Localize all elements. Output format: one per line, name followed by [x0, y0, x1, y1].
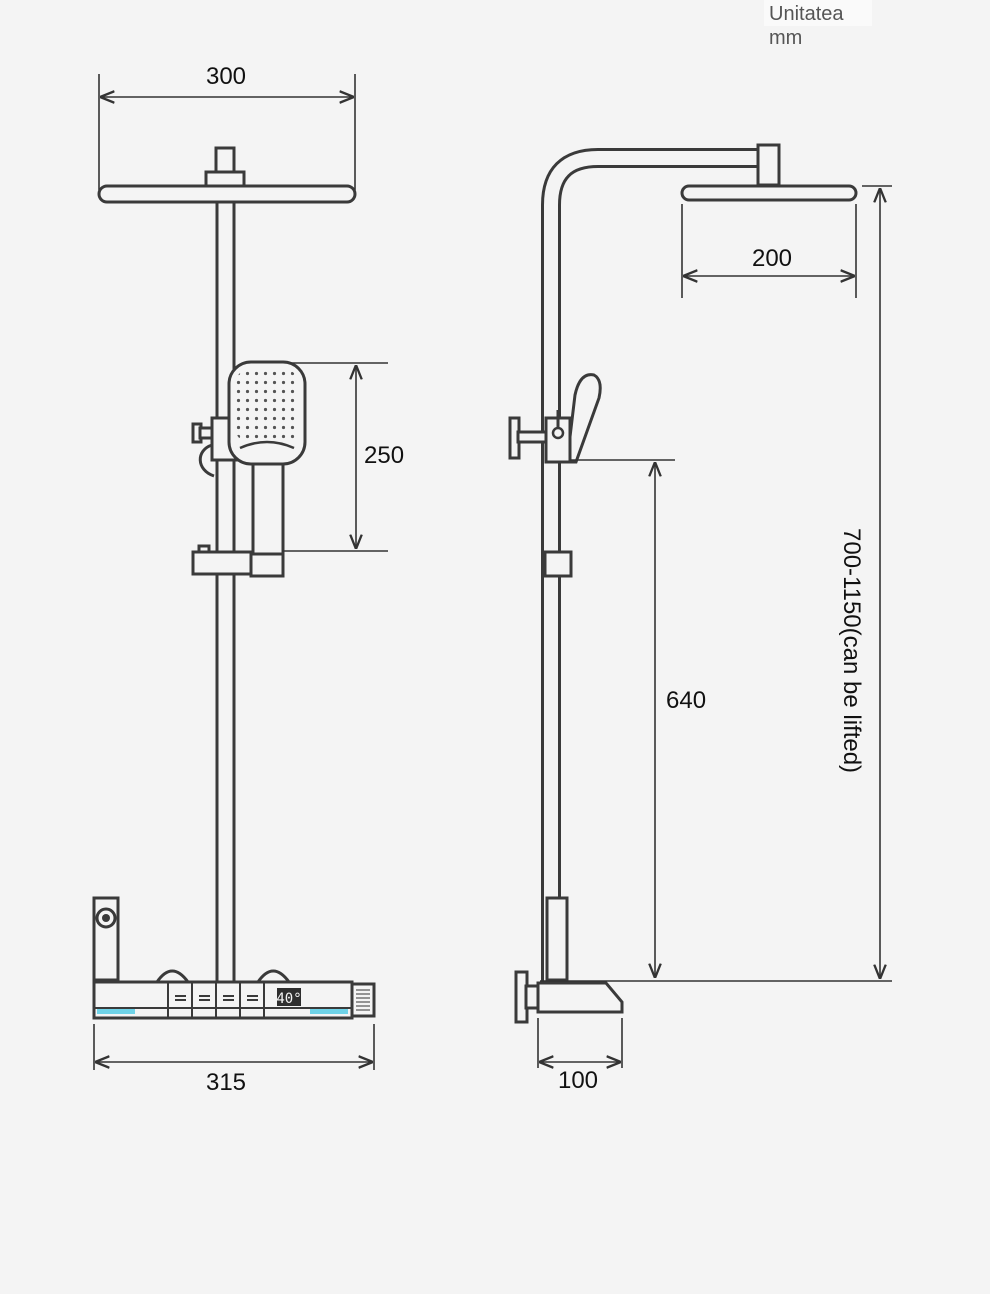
front-view: 300 250 — [92, 63, 404, 1096]
slider-height-label: 640 — [666, 687, 706, 714]
riser-pipe — [215, 200, 236, 986]
control-buttons — [175, 995, 258, 1001]
head-depth-label: 200 — [752, 245, 792, 272]
total-height-label: 700-1150(can be lifted) — [838, 528, 865, 773]
unit-label-bg — [764, 0, 872, 26]
left-ambient-light — [97, 1009, 135, 1014]
hose-loop — [198, 443, 215, 478]
head-connector — [214, 146, 236, 176]
base-width-label: 315 — [206, 1069, 246, 1096]
temperature-display — [277, 988, 301, 1006]
handset-nozzle-grid — [236, 370, 298, 442]
slider-bracket — [191, 550, 253, 576]
head-width-label: 300 — [206, 63, 246, 90]
side-slider-bracket — [543, 550, 573, 578]
unit-label: Unitatea — [769, 3, 844, 25]
side-control-panel — [536, 981, 624, 1014]
base-depth-label: 100 — [558, 1067, 598, 1094]
right-ambient-light — [310, 1009, 348, 1014]
arm-end-connector — [756, 143, 781, 187]
right-control-knob — [255, 969, 292, 984]
rain-shower-head — [97, 184, 357, 204]
side-dial — [350, 982, 376, 1018]
head-mount — [204, 170, 246, 188]
slider-cap — [249, 552, 285, 578]
handset-length-label: 250 — [364, 442, 404, 469]
side-handset — [565, 373, 602, 464]
side-lower-sleeve — [545, 896, 569, 982]
left-control-knob — [154, 969, 191, 984]
side-rain-head — [680, 184, 858, 202]
side-view: 200 640 100 700-1150(can be lifted) — [508, 143, 892, 1094]
unit-mm-label: mm — [769, 27, 802, 49]
temperature-readout: 40° — [276, 991, 301, 1007]
side-holder-stem — [516, 430, 550, 444]
